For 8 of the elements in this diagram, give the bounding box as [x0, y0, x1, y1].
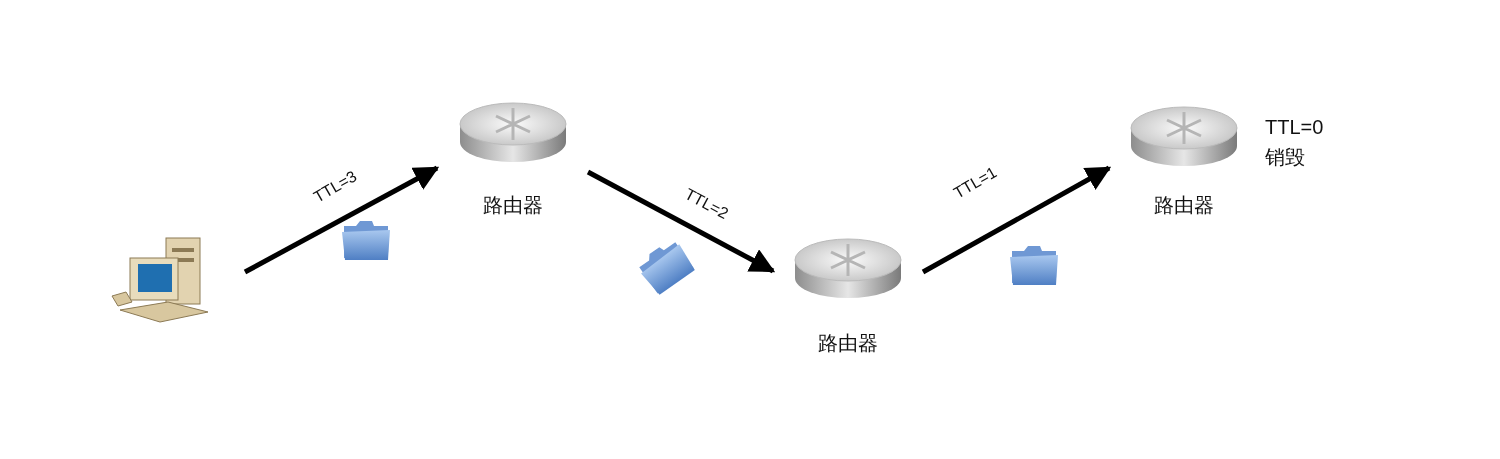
- arrow: [243, 165, 440, 275]
- status-note: TTL=0: [1265, 116, 1324, 139]
- router-label: 路由器: [1154, 193, 1214, 218]
- router-label: 路由器: [818, 331, 878, 356]
- router-label: 路由器: [482, 193, 543, 218]
- arrow: [921, 165, 1112, 275]
- arrow: [586, 169, 776, 274]
- status-note: 销毁: [1265, 145, 1305, 170]
